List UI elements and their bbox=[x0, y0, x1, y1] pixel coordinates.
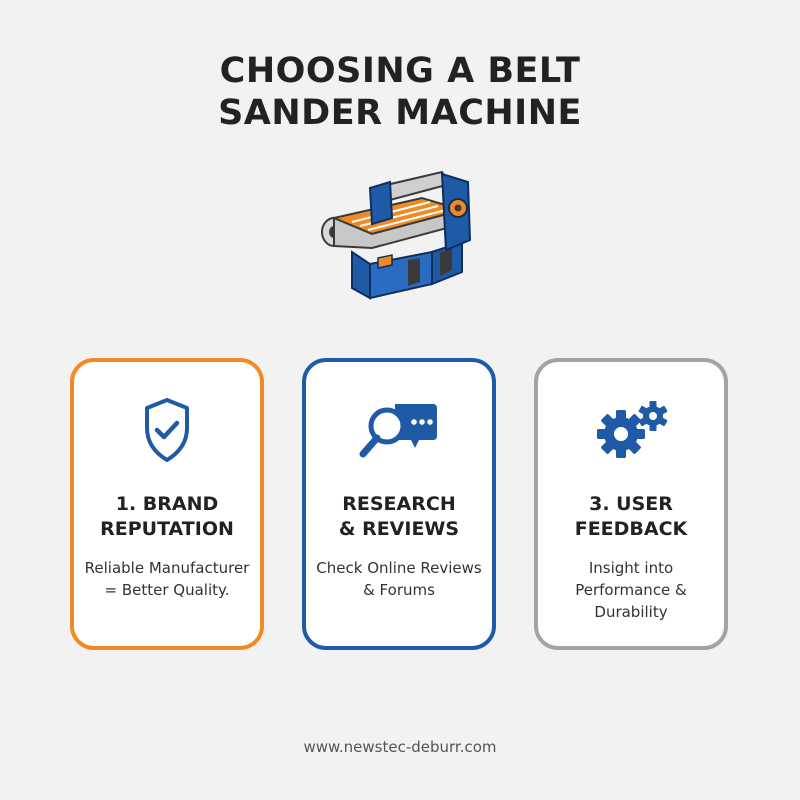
card-heading: 3. USER FEEDBACK bbox=[574, 493, 688, 540]
magnifier-chat-icon bbox=[359, 404, 437, 458]
belt-sander-machine-icon bbox=[321, 170, 472, 300]
card-user-feedback: 3. USER FEEDBACK Insight into Performanc… bbox=[534, 358, 728, 650]
title-line-1: CHOOSING A BELT bbox=[219, 51, 581, 91]
page-title: CHOOSING A BELT SANDER MACHINE bbox=[0, 50, 800, 134]
card-description: Reliable Manufacturer = Better Quality. bbox=[84, 559, 250, 599]
card-research-reviews: RESEARCH & REVIEWS Check Online Reviews … bbox=[302, 358, 496, 650]
gears-icon bbox=[597, 401, 668, 458]
card-brand-reputation: 1. BRAND REPUTATION Reliable Manufacture… bbox=[70, 358, 264, 650]
footer-url: www.newstec-deburr.com bbox=[303, 738, 497, 756]
shield-check-icon bbox=[145, 398, 189, 462]
card-heading: 1. BRAND REPUTATION bbox=[100, 493, 234, 540]
card-description: Insight into Performance & Durability bbox=[575, 559, 687, 621]
card-description: Check Online Reviews & Forums bbox=[316, 559, 482, 599]
card-heading: RESEARCH & REVIEWS bbox=[338, 493, 460, 540]
title-line-2: SANDER MACHINE bbox=[218, 93, 582, 133]
